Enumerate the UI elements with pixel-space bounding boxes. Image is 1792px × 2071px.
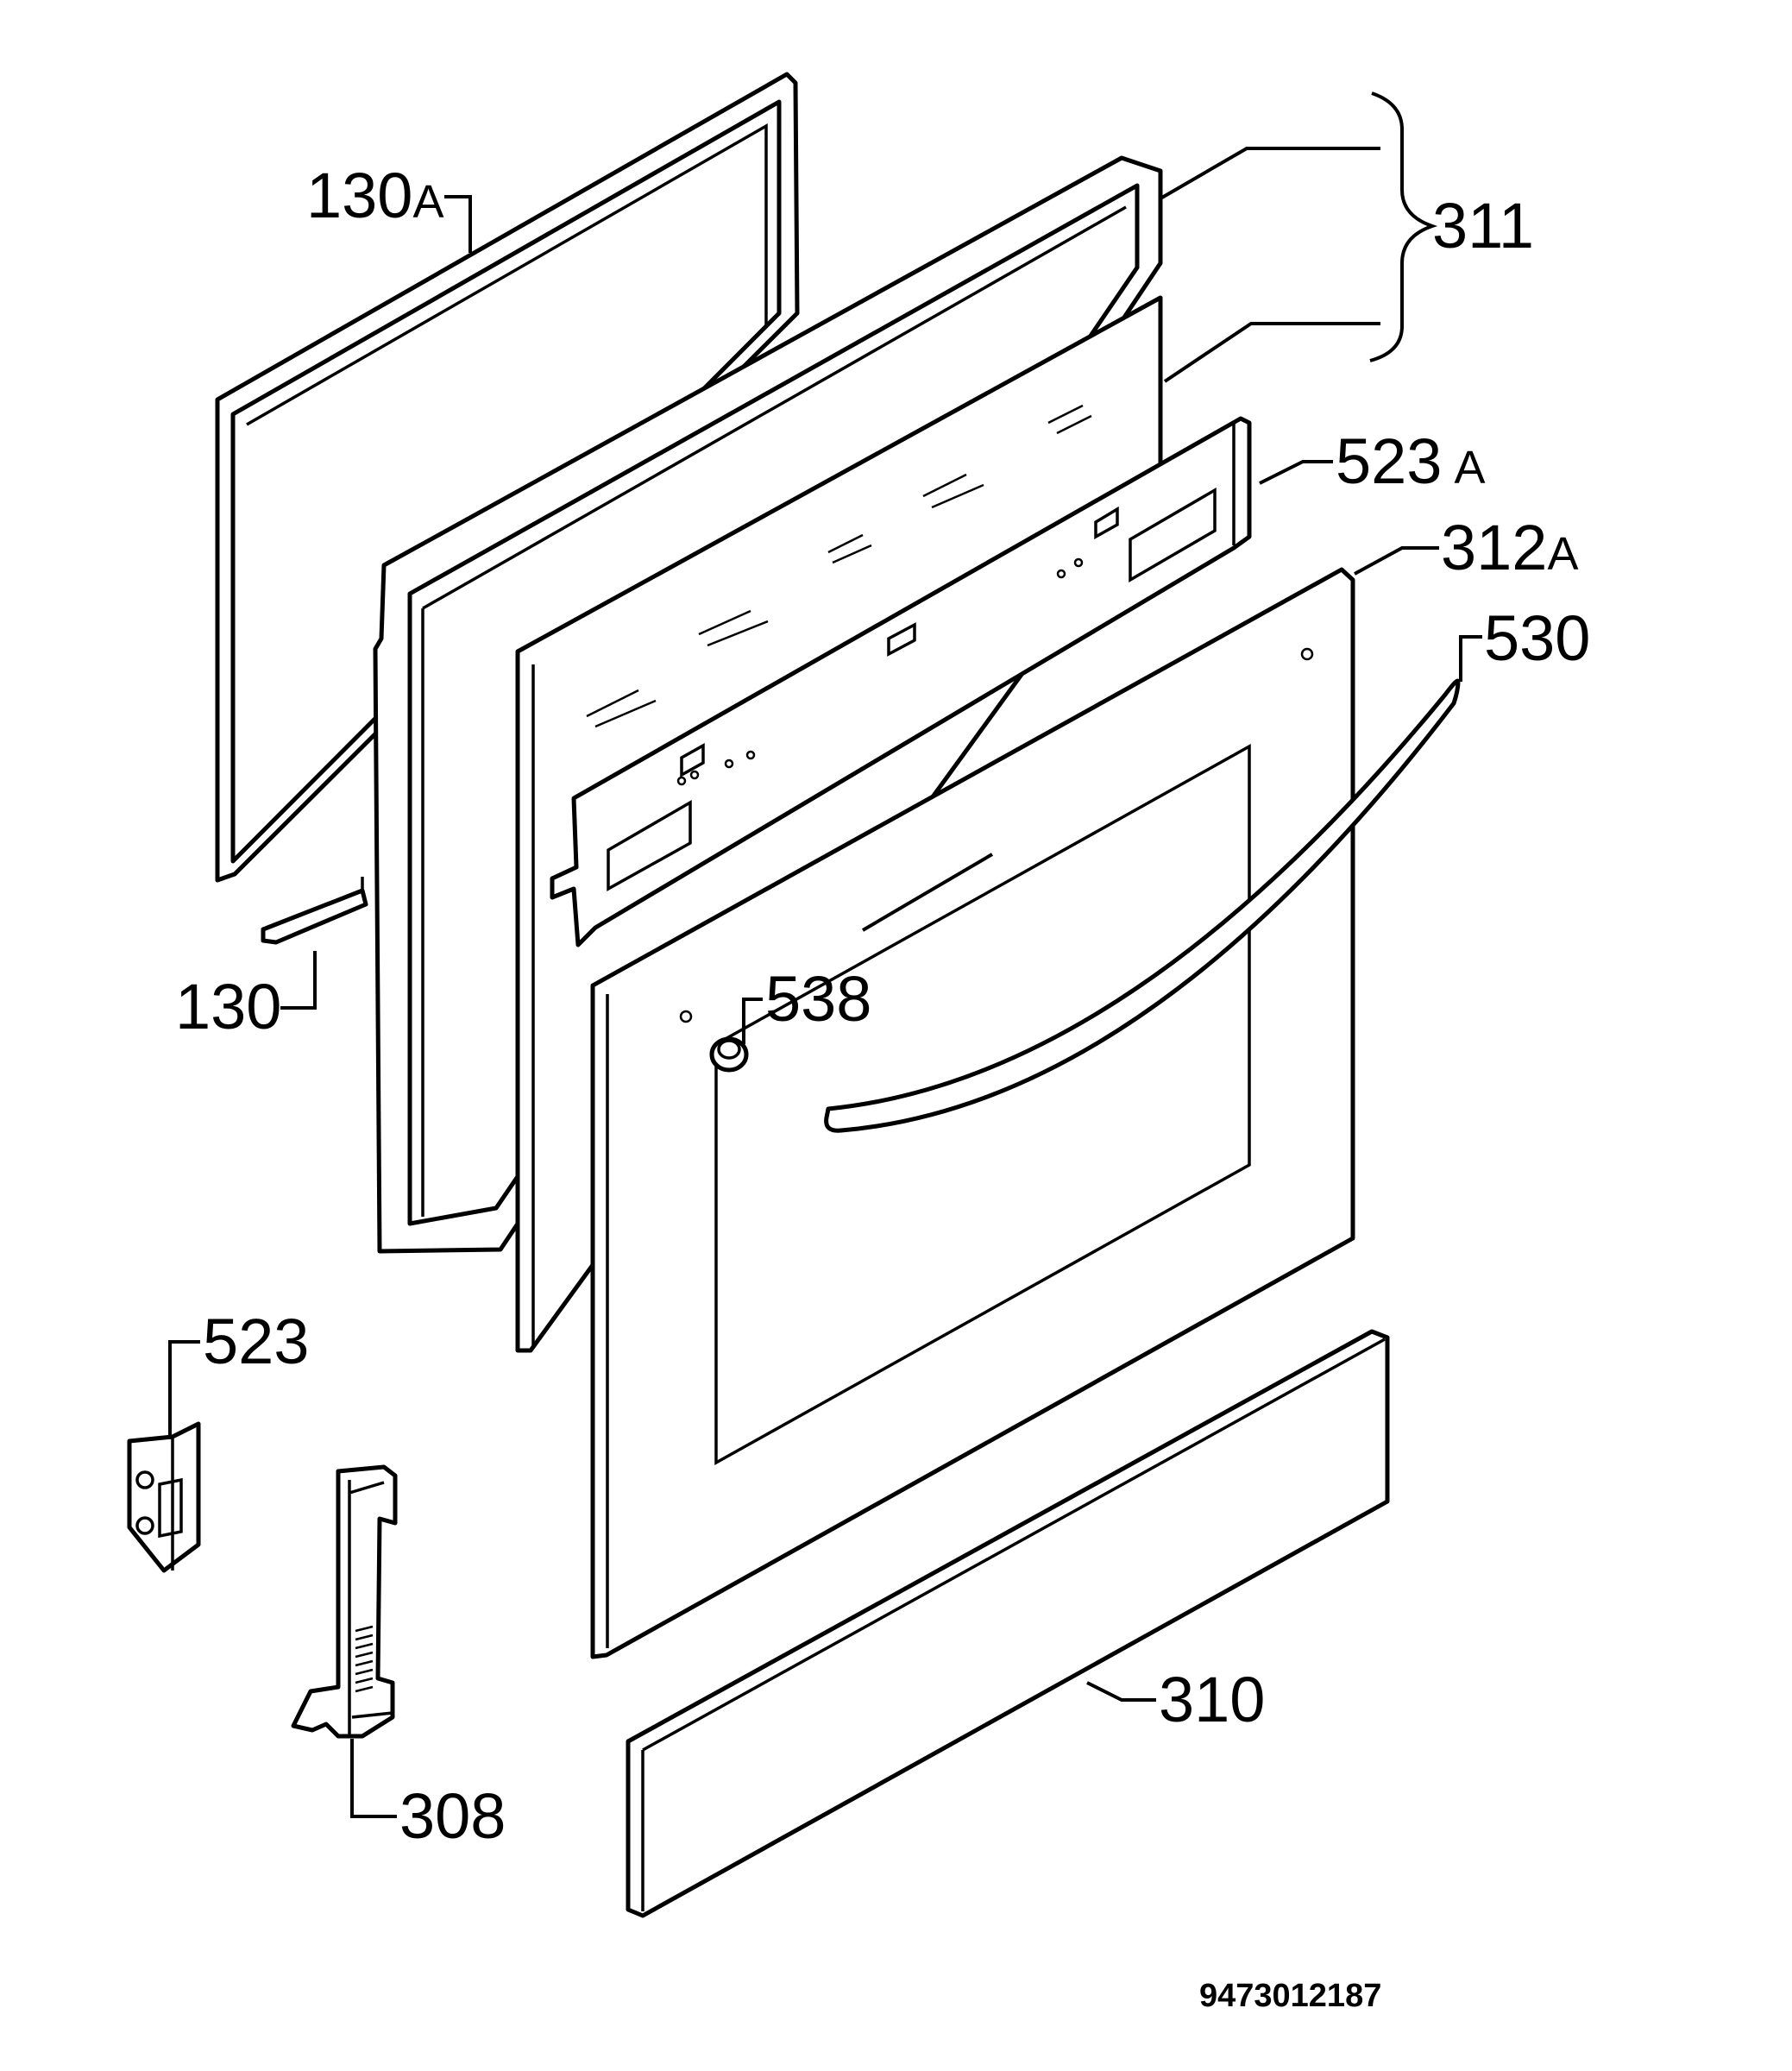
callout-310: 310 (1159, 1664, 1265, 1735)
hinge-523 (127, 1421, 201, 1573)
callout-308: 308 (399, 1780, 506, 1852)
leader-523a (1259, 460, 1333, 485)
leader-523 (168, 1340, 200, 1439)
panel-bracket-523a (550, 416, 1252, 947)
leader-538-to-panel (861, 853, 994, 932)
leader-310 (1086, 1681, 1156, 1702)
leader-311-top (1159, 147, 1380, 200)
leader-130 (280, 951, 317, 1010)
callout-538: 538 (765, 963, 871, 1035)
gasket-strip-130 (261, 877, 368, 945)
outer-door-panel-312a (590, 567, 1355, 1659)
document-number: 9473012187 (1199, 1978, 1381, 2014)
leader-130a (444, 195, 472, 253)
callout-312a: 312A (1441, 512, 1579, 583)
callout-130a: 130A (306, 160, 444, 231)
bracket-311 (1369, 91, 1438, 362)
door-gasket-130a (215, 72, 800, 883)
leader-312a (1354, 546, 1439, 576)
leader-lines (168, 91, 1482, 1818)
hinge-arm-308 (291, 1464, 398, 1739)
leader-308 (350, 1739, 397, 1818)
leader-538 (742, 998, 763, 1044)
leader-530 (1459, 635, 1482, 682)
bottom-trim-310 (626, 1329, 1390, 1918)
callout-311: 311 (1432, 190, 1534, 261)
leader-311-bottom (1163, 322, 1380, 383)
callout-130: 130 (175, 971, 281, 1042)
hinge-spring (355, 1625, 374, 1693)
callout-530: 530 (1484, 602, 1590, 674)
callout-523: 523 (203, 1306, 309, 1377)
glass-reflection-marks (586, 404, 1092, 728)
knob-538 (709, 1036, 749, 1073)
door-handle-530 (824, 678, 1461, 1133)
